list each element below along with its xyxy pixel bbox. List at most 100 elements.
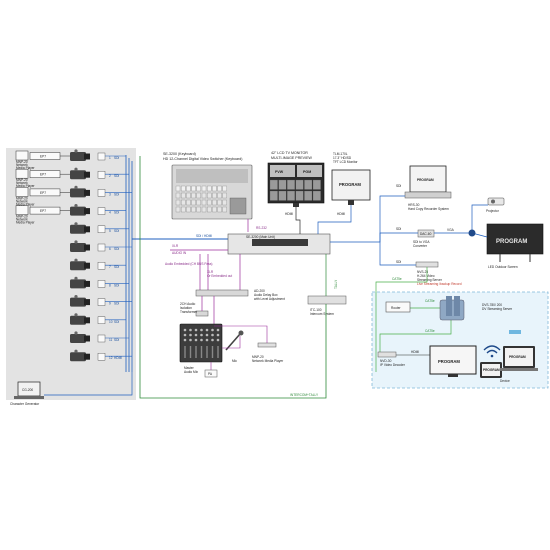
camera-number: 4 — [109, 211, 111, 215]
preview-cell — [312, 190, 321, 201]
camera-lens — [84, 171, 90, 178]
camera-mic — [74, 185, 78, 189]
switcher-key — [201, 185, 207, 192]
device-screen-1: PROGRAM — [483, 368, 500, 372]
mixer-knob — [205, 338, 209, 342]
dvs-desc: DV Streaming Server — [482, 307, 513, 311]
media-player-desc1: MNP-20 — [16, 178, 28, 182]
sdi-line-recorder — [330, 195, 405, 243]
cat5e-line-nvs — [375, 267, 428, 372]
switcher-key — [222, 185, 227, 192]
mixer-knob — [205, 328, 209, 332]
tft-subtitle: 17.3" HD/SD — [333, 156, 352, 160]
tft-line3: TFT LCD Monitor — [333, 160, 358, 164]
player-audio-line — [214, 325, 268, 343]
program-tv — [429, 345, 477, 377]
xlr-label-1: XLR — [172, 244, 179, 248]
camera-lens — [84, 153, 90, 160]
media-player-desc1: MNP-20 — [16, 215, 28, 219]
tft-screen-label: PROGRAM — [339, 182, 361, 187]
camera-mic — [74, 258, 78, 262]
camera-connector — [97, 225, 106, 234]
switcher-key — [217, 199, 222, 206]
character-generator — [14, 381, 44, 399]
cat5e-label-2: CAT5e — [425, 299, 435, 303]
camera-icon — [70, 315, 86, 325]
media-player-desc2: Network — [16, 199, 28, 203]
switcher-key — [196, 185, 201, 192]
pvw-label: PVW — [275, 170, 284, 174]
camera-connector — [97, 334, 106, 343]
mixer-knob — [200, 328, 203, 332]
sdi-label-dac: SDI — [396, 227, 401, 231]
camera-icon — [70, 224, 86, 234]
recorder — [404, 165, 452, 199]
camera-mic — [74, 276, 78, 280]
mixer-knob — [189, 328, 192, 332]
pa-label: PA — [208, 372, 213, 376]
camera-icon — [70, 152, 86, 161]
dac-box — [417, 229, 435, 238]
camera-signal: SDI — [114, 156, 119, 160]
camera-mic — [74, 240, 78, 244]
camera-number: 8 — [109, 283, 111, 287]
switcher-key — [201, 206, 207, 213]
camera-lens — [84, 299, 90, 306]
switcher-model: SE-3200 (Keyboard) — [163, 152, 196, 156]
pgm-label: PGM — [303, 170, 311, 174]
charmgen-desc: Character Generator — [10, 402, 40, 406]
camera-signal: SDI — [114, 265, 119, 269]
mixer-knob — [194, 333, 198, 337]
camera-lens — [84, 226, 90, 233]
mixer-fader — [195, 346, 197, 358]
camera-lens — [84, 208, 90, 215]
recorder-desc: Hard Copy Recorder System — [408, 207, 449, 211]
switcher-key — [175, 199, 181, 206]
media-player-desc2: Network — [16, 218, 28, 222]
camera-signal: SDI — [114, 283, 119, 287]
switcher-panel — [171, 164, 253, 220]
camera-lens — [84, 189, 90, 196]
audio-mixer — [179, 323, 223, 363]
charmgen-model: CG-200 — [22, 388, 33, 392]
led-screen — [486, 223, 544, 262]
camera-connector — [97, 189, 106, 197]
camera-number: 5 — [109, 229, 111, 233]
camera-lens — [84, 262, 90, 269]
camera-signal: SDI — [114, 247, 119, 251]
sdi-line-dac — [379, 232, 418, 242]
intercom-desc: Intercom System — [310, 312, 334, 316]
mixer-knob — [211, 338, 214, 342]
cat5e-label-3: CAT5e — [425, 329, 435, 333]
camera-mic — [74, 149, 78, 153]
switcher-key — [186, 199, 191, 206]
preview-cell — [304, 179, 313, 190]
mixer-knob — [189, 333, 192, 337]
camera-mic — [74, 167, 78, 171]
camera-icon — [70, 297, 86, 307]
mixer-knob — [194, 328, 198, 332]
xlr-label-2: XLR — [207, 270, 214, 274]
hdmi-label-2: HDMI — [337, 212, 345, 216]
media-player-desc1: MNP-20 — [16, 160, 28, 164]
camera-number: 10 — [109, 320, 113, 324]
player-box — [257, 342, 277, 348]
switcher-key — [196, 206, 201, 213]
camera-icon — [70, 352, 86, 362]
switcher-key — [175, 206, 181, 213]
switcher-key — [207, 199, 212, 206]
switcher-key — [191, 192, 196, 199]
mixer-knob — [211, 333, 214, 337]
isolation-line2: Isolation — [180, 306, 192, 310]
mixer-knob — [200, 338, 203, 342]
